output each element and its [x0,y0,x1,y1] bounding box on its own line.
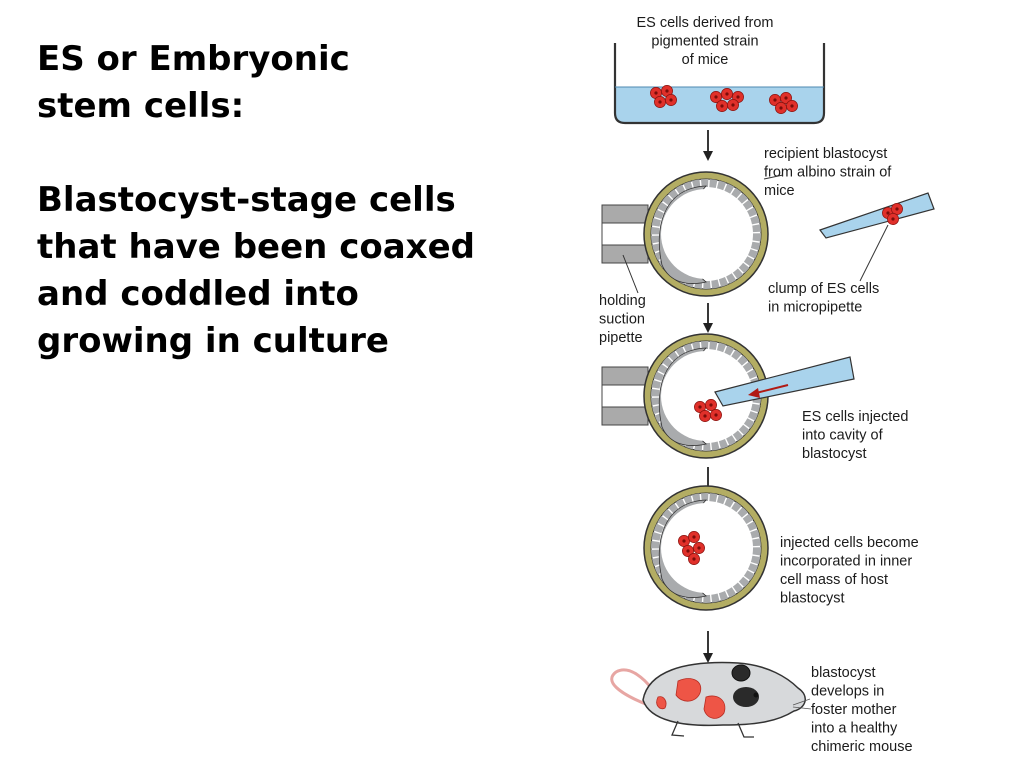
label-line: in micropipette [768,300,862,316]
down-arrow [703,130,713,161]
label-line: recipient blastocyst [764,146,887,162]
leader-line [859,224,889,282]
description-line-1: Blastocyst-stage cells [37,180,456,220]
chimeric-mouse [610,661,812,738]
label-line: holding [599,293,646,309]
down-arrow [703,303,713,333]
holding-suction-pipette [601,204,649,264]
label-line: from albino strain of [764,165,892,181]
label-line: develops in [811,684,884,700]
holding-suction-pipette [601,366,649,426]
label-line: of mice [682,52,729,68]
mouse-label: blastocyst develops in foster mother into a… [811,665,913,755]
description-line-3: and coddled into [37,274,359,314]
injected-label: ES cells injected into cavity of blastocys… [802,409,908,462]
diagram-canvas: ES cells derived from pigmented strain of … [599,15,935,755]
label-line: pigmented strain [651,34,758,50]
recipient-blastocyst-label: recipient blastocyst from albino strain o… [764,146,892,199]
recipient-blastocyst [643,171,769,297]
label-line: clump of ES cells [768,281,879,297]
leader-line [622,254,639,294]
leader-line [763,174,784,180]
spacer [37,130,577,177]
label-line: pipette [599,330,643,346]
host-blastocyst [643,485,769,611]
description-line-2: that have been coaxed [37,227,475,267]
down-arrow [703,631,713,663]
holding-pipette-label: holding suction pipette [599,293,646,346]
label-line: chimeric mouse [811,739,913,755]
culture-dish [613,43,826,125]
label-line: ES cells injected [802,409,908,425]
heading-line-2: stem cells: [37,86,245,126]
injected-blastocyst [643,333,855,459]
clump-label: clump of ES cells in micropipette [768,281,879,316]
label-line: blastocyst [811,665,875,681]
slide-text-block: ES or Embryonic stem cells: Blastocyst-s… [37,36,577,365]
description-line-4: growing in culture [37,321,389,361]
chimeric-mouse-diagram: ES cells derived from pigmented strain of … [588,5,952,763]
label-line: mice [764,183,795,199]
heading-line-1: ES or Embryonic [37,39,350,79]
label-line: suction [599,312,645,328]
label-line: foster mother [811,702,897,718]
dish-label: ES cells derived from pigmented strain of … [637,15,774,68]
label-line: into cavity of [802,428,884,444]
label-line: blastocyst [802,446,866,462]
label-line: blastocyst [780,591,844,607]
label-line: incorporated in inner [780,554,912,570]
label-line: into a healthy [811,721,898,737]
label-line: ES cells derived from [637,15,774,31]
micropipette [819,192,935,239]
label-line: cell mass of host [780,572,888,588]
incorporated-label: injected cells become incorporated in inn… [780,535,919,607]
label-line: injected cells become [780,535,919,551]
